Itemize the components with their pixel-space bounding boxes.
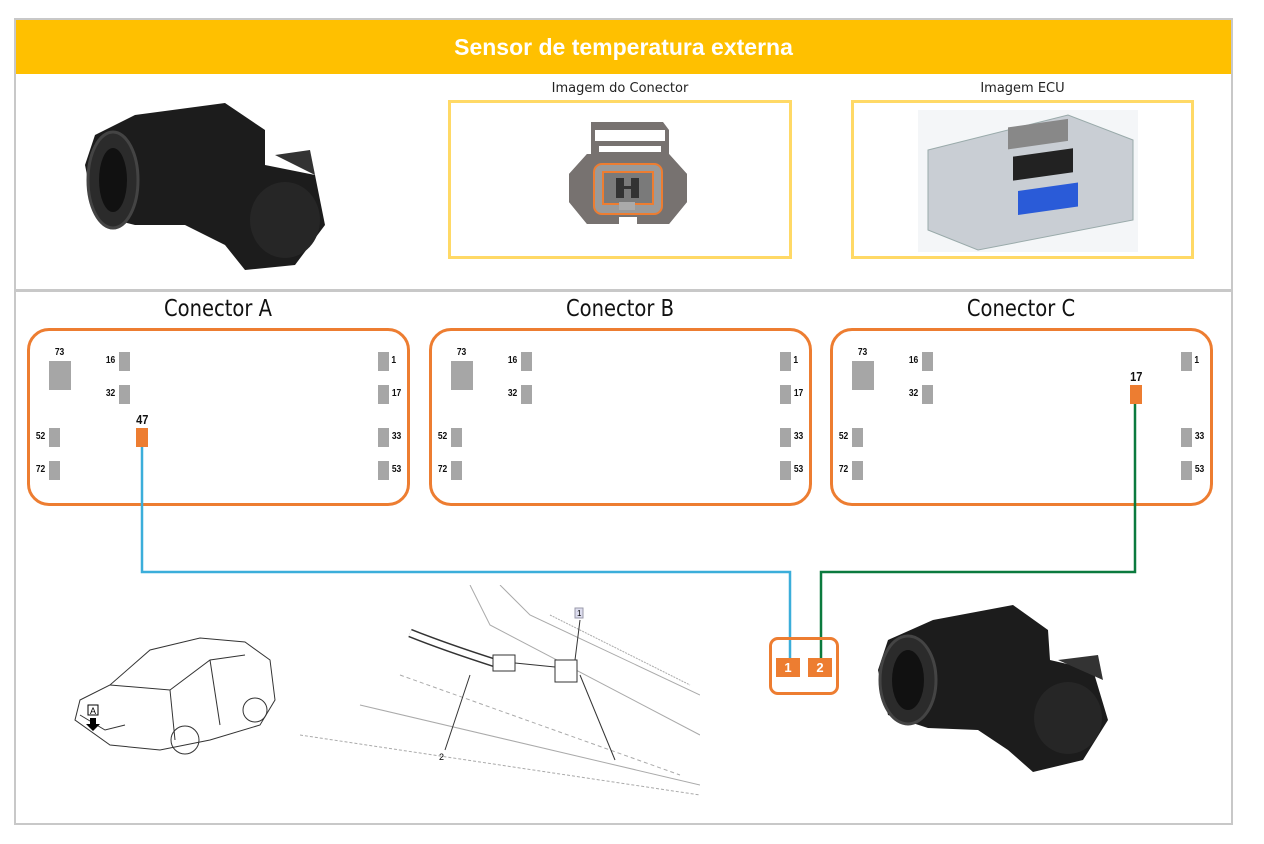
active-pin-label: 17 bbox=[1130, 369, 1143, 384]
connector-a-pin-47-active[interactable] bbox=[136, 428, 148, 447]
connector-c-title: Conector C bbox=[966, 296, 1076, 322]
car-location-drawing: A bbox=[74, 637, 276, 755]
connector-b-pin-53[interactable] bbox=[780, 461, 791, 480]
connector-c-box bbox=[830, 328, 1213, 506]
connector-face-image bbox=[569, 122, 687, 227]
connector-b-pin-33[interactable] bbox=[780, 428, 791, 447]
sensor-pin-2[interactable]: 2 bbox=[808, 658, 832, 677]
pin-label: 16 bbox=[507, 355, 518, 366]
pin-label: 72 bbox=[35, 464, 46, 475]
connector-c-pin-52[interactable] bbox=[852, 428, 863, 447]
connector-a-pin-1[interactable] bbox=[378, 352, 389, 371]
pin-label: 1 bbox=[391, 355, 397, 366]
page-frame bbox=[14, 18, 1233, 825]
pin-label: 72 bbox=[838, 464, 849, 475]
connector-b-pin-1[interactable] bbox=[780, 352, 791, 371]
connector-a-pin-33[interactable] bbox=[378, 428, 389, 447]
pin-label: 33 bbox=[1194, 431, 1205, 442]
connector-b-pin-32[interactable] bbox=[521, 385, 532, 404]
connector-a-pin-52[interactable] bbox=[49, 428, 60, 447]
wire-c17-to-pin2 bbox=[819, 404, 1137, 660]
connector-c-pin-53[interactable] bbox=[1181, 461, 1192, 480]
connector-c-pin-16[interactable] bbox=[922, 352, 933, 371]
pin-label: 32 bbox=[908, 388, 919, 399]
view-label: A bbox=[90, 706, 96, 716]
connector-b-pin-16[interactable] bbox=[521, 352, 532, 371]
pin-label: 53 bbox=[793, 464, 804, 475]
pin-label: 1 bbox=[793, 355, 799, 366]
pin-label: 73 bbox=[456, 347, 467, 358]
pin-label: 16 bbox=[105, 355, 116, 366]
section-divider bbox=[16, 289, 1231, 292]
ecu-photo bbox=[918, 110, 1138, 252]
connector-a-pin-73[interactable] bbox=[49, 361, 71, 390]
sensor-connector-box bbox=[769, 637, 839, 695]
ecu-image-caption: Imagem ECU bbox=[980, 81, 1065, 96]
pin-label: 17 bbox=[793, 388, 804, 399]
connector-c-pin-17-active[interactable] bbox=[1130, 385, 1142, 404]
connector-c-pin-1[interactable] bbox=[1181, 352, 1192, 371]
pin-label: 53 bbox=[391, 464, 402, 475]
pin-label: 32 bbox=[105, 388, 116, 399]
connector-a-title: Conector A bbox=[163, 296, 273, 322]
connector-a-pin-32[interactable] bbox=[119, 385, 130, 404]
pin-label: 33 bbox=[793, 431, 804, 442]
sensor-photo-top bbox=[85, 103, 325, 270]
connector-c-pin-33[interactable] bbox=[1181, 428, 1192, 447]
callout-1: 1 bbox=[577, 609, 582, 618]
pin-label: 52 bbox=[437, 431, 448, 442]
page-title: Sensor de temperatura externa bbox=[16, 20, 1231, 74]
connector-c-pin-72[interactable] bbox=[852, 461, 863, 480]
connector-a-pin-17[interactable] bbox=[378, 385, 389, 404]
pin-label: 52 bbox=[35, 431, 46, 442]
pin-label: 72 bbox=[437, 464, 448, 475]
connector-b-pin-52[interactable] bbox=[451, 428, 462, 447]
pin-label: 53 bbox=[1194, 464, 1205, 475]
active-pin-label: 47 bbox=[136, 412, 149, 427]
sensor-photo-bottom bbox=[878, 605, 1108, 772]
connector-a-pin-53[interactable] bbox=[378, 461, 389, 480]
pin-label: 1 bbox=[1194, 355, 1200, 366]
connector-b-title: Conector B bbox=[565, 296, 675, 322]
pin-label: 52 bbox=[838, 431, 849, 442]
pin-label: 17 bbox=[391, 388, 402, 399]
pin-label: 16 bbox=[908, 355, 919, 366]
callout-2: 2 bbox=[439, 752, 444, 762]
connector-a-box bbox=[27, 328, 410, 506]
sensor-pin-1[interactable]: 1 bbox=[776, 658, 800, 677]
connector-c-pin-32[interactable] bbox=[922, 385, 933, 404]
wire-a47-to-pin1 bbox=[140, 447, 792, 660]
pin-label: 73 bbox=[54, 347, 65, 358]
connector-b-pin-72[interactable] bbox=[451, 461, 462, 480]
pin-label: 33 bbox=[391, 431, 402, 442]
connector-a-pin-72[interactable] bbox=[49, 461, 60, 480]
connector-image-caption: Imagem do Conector bbox=[551, 81, 689, 96]
pin-label: 73 bbox=[857, 347, 868, 358]
sensor-installation-diagram: 1 2 bbox=[300, 585, 700, 796]
connector-c-pin-73[interactable] bbox=[852, 361, 874, 390]
connector-b-pin-17[interactable] bbox=[780, 385, 791, 404]
connector-b-pin-73[interactable] bbox=[451, 361, 473, 390]
pin-label: 32 bbox=[507, 388, 518, 399]
connector-a-pin-16[interactable] bbox=[119, 352, 130, 371]
connector-b-box bbox=[429, 328, 812, 506]
